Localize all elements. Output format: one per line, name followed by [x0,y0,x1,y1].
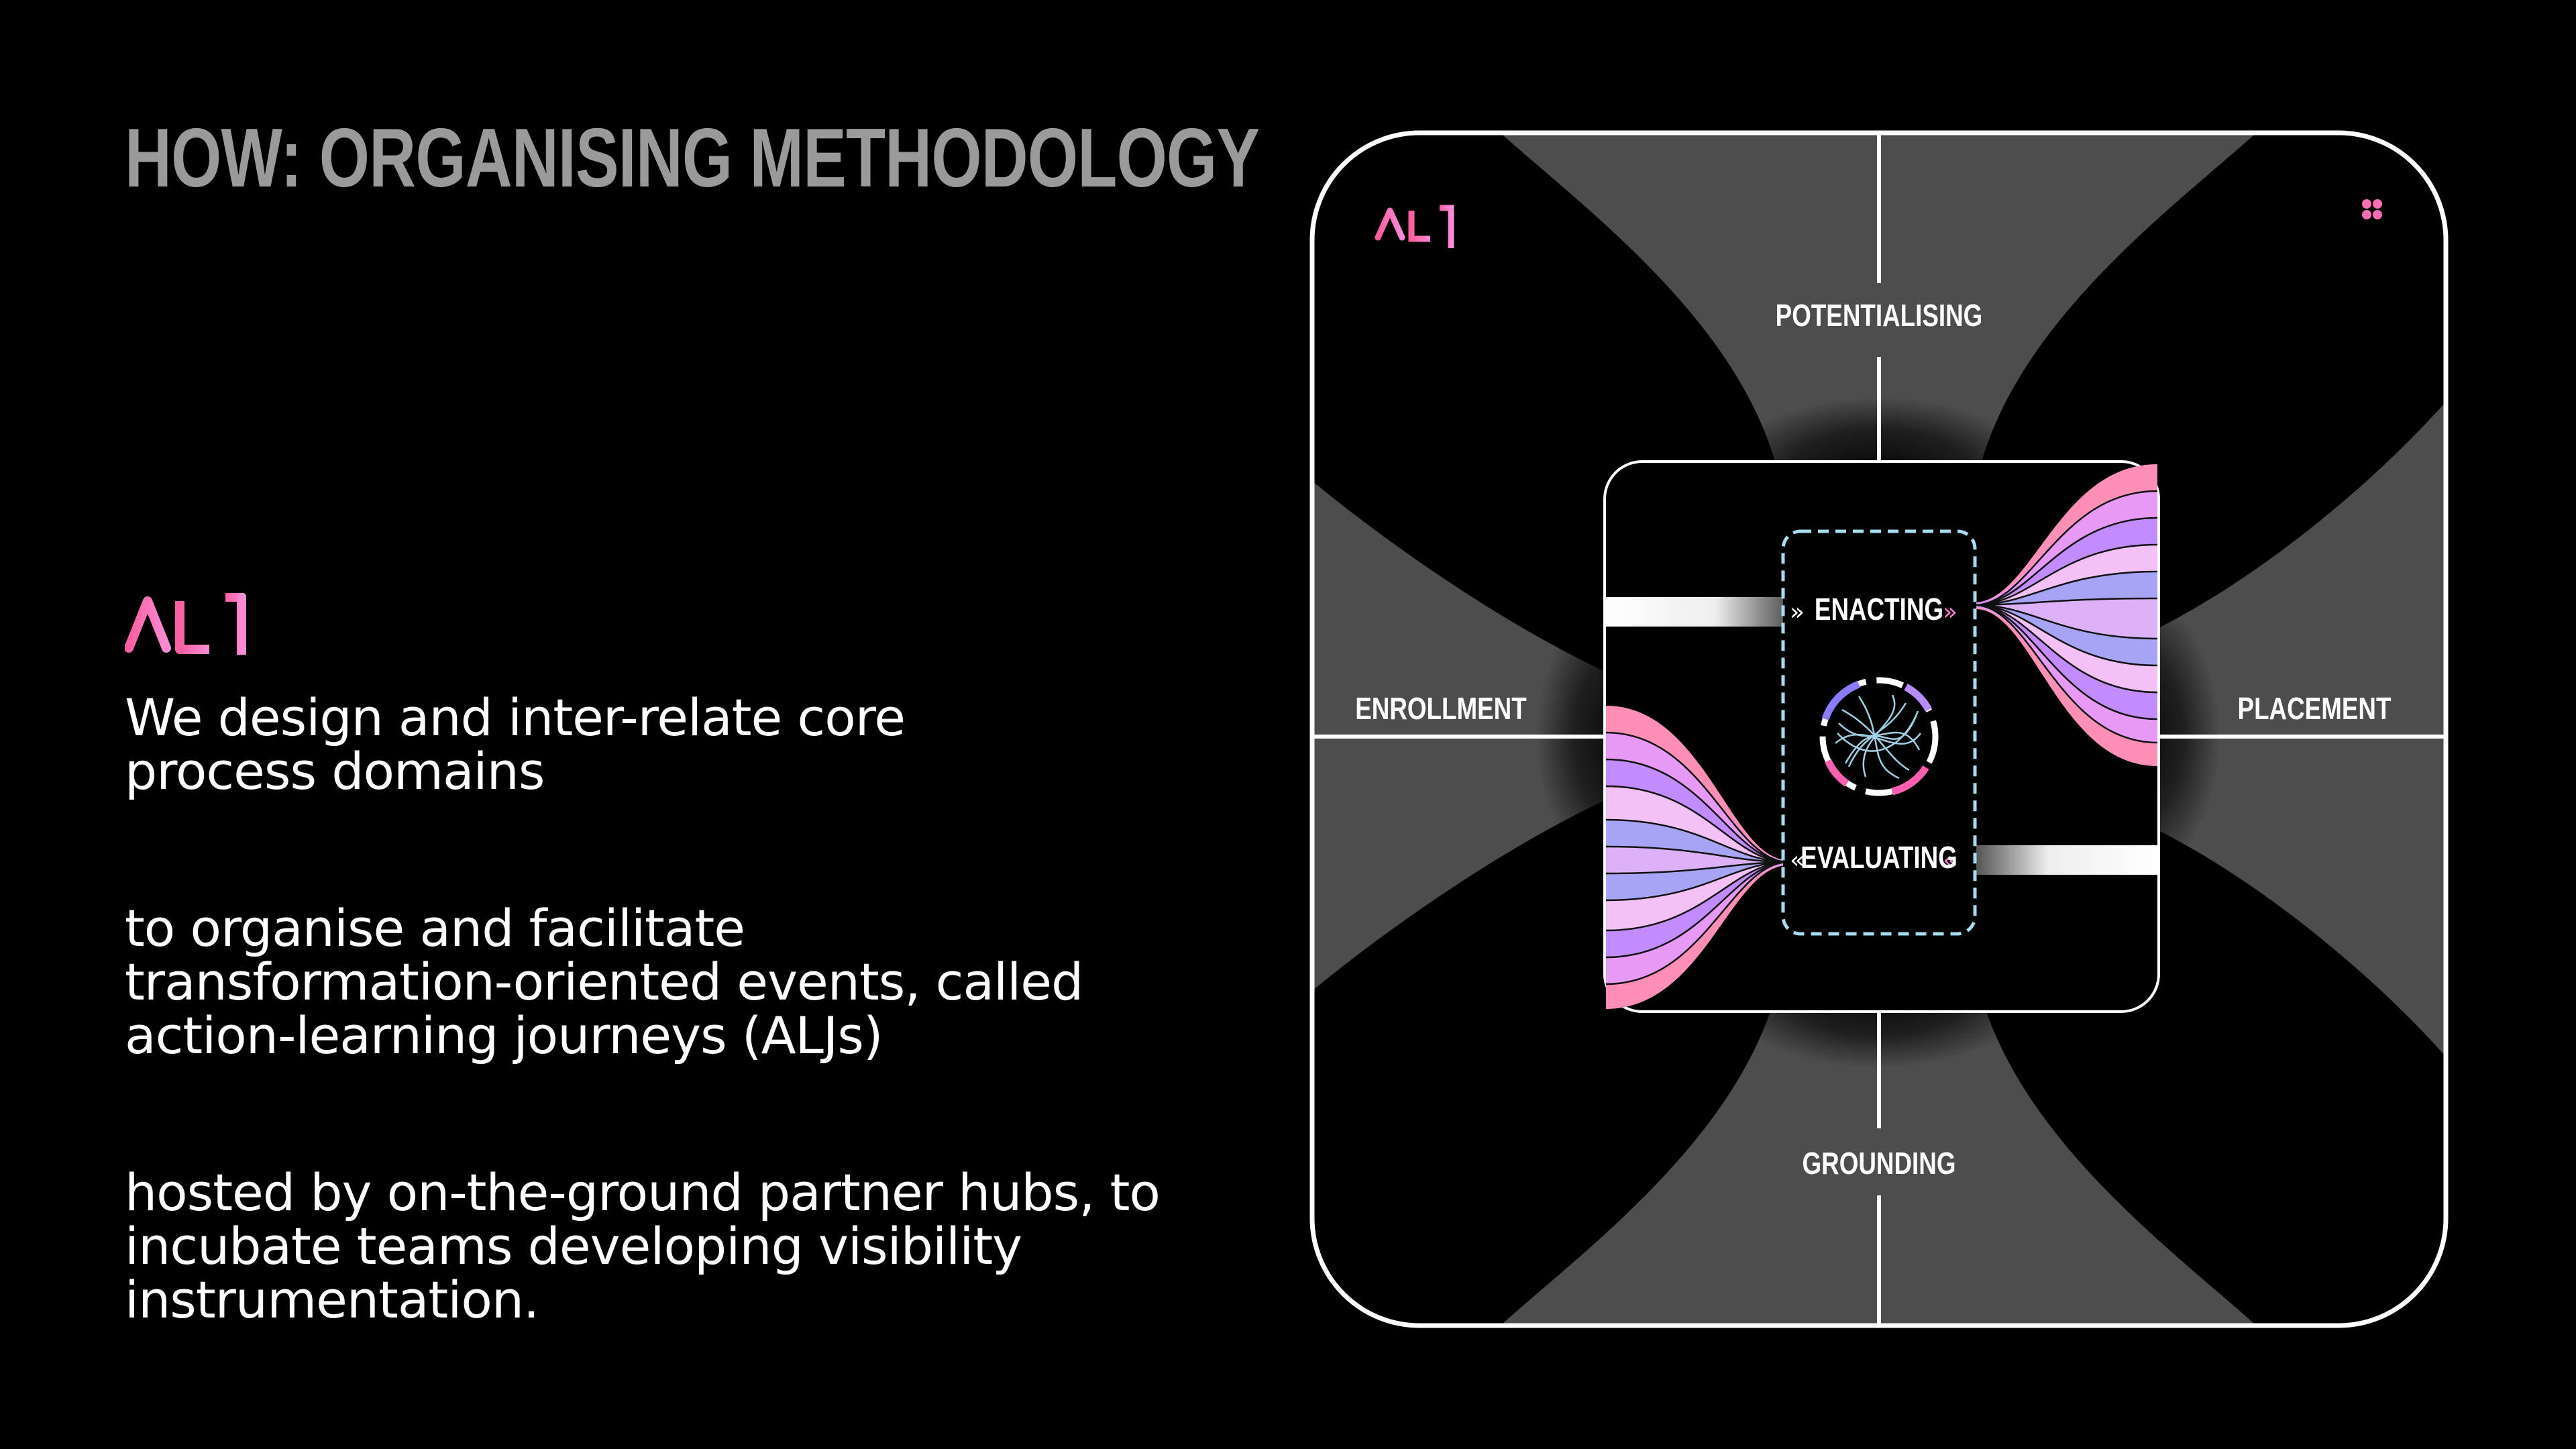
double-chevron-left-icon: « [1790,847,1805,874]
label-grounding: GROUNDING [1803,1146,1956,1181]
stream-left [1605,706,1788,1009]
paragraph-events: to organise and facilitate transformatio… [125,902,1083,1063]
stream-right [1976,464,2158,766]
four-dots-icon [2362,199,2382,219]
double-chevron-right-icon: » [1943,598,1957,626]
paragraph-line: to organise and facilitate [125,898,745,958]
alj-logo [125,593,246,655]
page-title: HOW: ORGANISING METHODOLOGY [125,112,1260,205]
double-chevron-right-icon: » [1790,598,1805,626]
paragraph-line: action-learning journeys (ALJs) [125,1006,883,1065]
paragraph-line: instrumentation. [125,1270,539,1330]
fan-top [1496,133,2261,471]
fan-right [2121,397,2446,1061]
paragraph-line: incubate teams developing visibility [125,1216,1022,1276]
outer-frame [1309,130,2449,1328]
paragraph-line: process domains [125,741,545,801]
paragraph-line: transformation-oriented events, called [125,952,1083,1012]
methodology-diagram: POTENTIALISING GROUNDING ENROLLMENT PLAC… [1309,130,2449,1328]
label-enrollment: ENROLLMENT [1355,691,1526,726]
network-circle-icon [1819,677,1939,796]
alj-logo-small [1375,205,1454,248]
paragraph-line: We design and inter-relate core [125,688,906,747]
fan-bottom [1496,987,2261,1326]
paragraph-hubs: hosted by on-the-ground partner hubs, to… [125,1163,1161,1330]
label-potentialising: POTENTIALISING [1776,298,1983,333]
bar-bottom-right [1976,845,2157,875]
paragraph-line: hosted by on-the-ground partner hubs, to [125,1163,1161,1222]
paragraph-domains: We design and inter-relate core process … [125,688,906,801]
label-placement: PLACEMENT [2238,691,2392,726]
double-chevron-left-icon: « [1943,847,1957,874]
label-evaluating: EVALUATING [1801,840,1957,875]
bar-top-left [1606,597,1787,627]
label-enacting: ENACTING [1815,592,1943,627]
